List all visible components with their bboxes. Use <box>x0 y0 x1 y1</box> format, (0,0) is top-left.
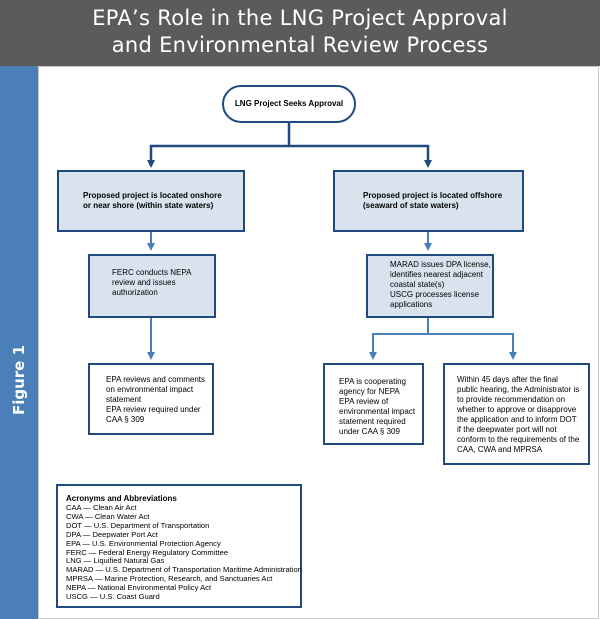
acronym-item: CAA — Clean Air Act <box>66 503 137 512</box>
offshore-node: Proposed project is located offshore (se… <box>333 170 524 232</box>
onshore-node: Proposed project is located onshore or n… <box>57 170 245 232</box>
acronym-item: MPRSA — Marine Protection, Research, and… <box>66 574 273 584</box>
start-node-label: LNG Project Seeks Approval <box>234 99 344 108</box>
acronyms-title: Acronyms and Abbreviations <box>66 494 177 503</box>
figure-sidebar <box>0 66 38 619</box>
acronym-item: DOT — U.S. Department of Transportation <box>66 520 210 530</box>
hearing-node-label: Within 45 days after the final public he… <box>457 375 580 454</box>
title-line-1: EPA’s Role in the LNG Project Approval <box>92 6 508 30</box>
acronyms-legend: Acronyms and Abbreviations CAA — Clean A… <box>56 484 302 608</box>
marad-node: MARAD issues DPA license, identifies nea… <box>366 254 494 318</box>
connector-start-split <box>149 123 430 164</box>
title-banner: EPA’s Role in the LNG Project Approval a… <box>0 0 600 66</box>
title-line-2: and Environmental Review Process <box>111 33 489 57</box>
ferc-node-label: FERC conducts NEPA review and issues aut… <box>112 268 192 297</box>
start-node: LNG Project Seeks Approval <box>222 85 356 123</box>
acronym-item: LNG — Liquified Natural Gas <box>66 556 165 566</box>
epa-offshore-node: EPA is cooperating agency for NEPA EPA r… <box>323 363 424 445</box>
marad-node-label: MARAD issues DPA license, identifies nea… <box>390 260 491 309</box>
epa-onshore-node: EPA reviews and comments on environmenta… <box>88 363 214 435</box>
acronym-item: DPA — Deepwater Port Act <box>66 529 158 539</box>
epa-onshore-node-label: EPA reviews and comments on environmenta… <box>106 375 206 424</box>
epa-offshore-node-label: EPA is cooperating agency for NEPA EPA r… <box>339 377 416 436</box>
acronym-item: CWA — Clean Water Act <box>66 511 150 521</box>
acronym-item: USCG — U.S. Coast Guard <box>66 592 160 602</box>
offshore-node-label: Proposed project is located offshore (se… <box>363 191 503 210</box>
acronym-item: NEPA — National Environmental Policy Act <box>66 583 212 593</box>
onshore-node-label: Proposed project is located onshore or n… <box>83 191 222 210</box>
acronym-item: EPA — U.S. Environmental Protection Agen… <box>66 538 221 548</box>
ferc-node: FERC conducts NEPA review and issues aut… <box>88 254 216 318</box>
acronym-item: FERC — Federal Energy Regulatory Committ… <box>66 547 229 557</box>
hearing-node: Within 45 days after the final public he… <box>443 363 590 465</box>
connector-marad-split <box>372 318 514 358</box>
acronym-item: MARAD — U.S. Department of Transportatio… <box>66 565 302 575</box>
